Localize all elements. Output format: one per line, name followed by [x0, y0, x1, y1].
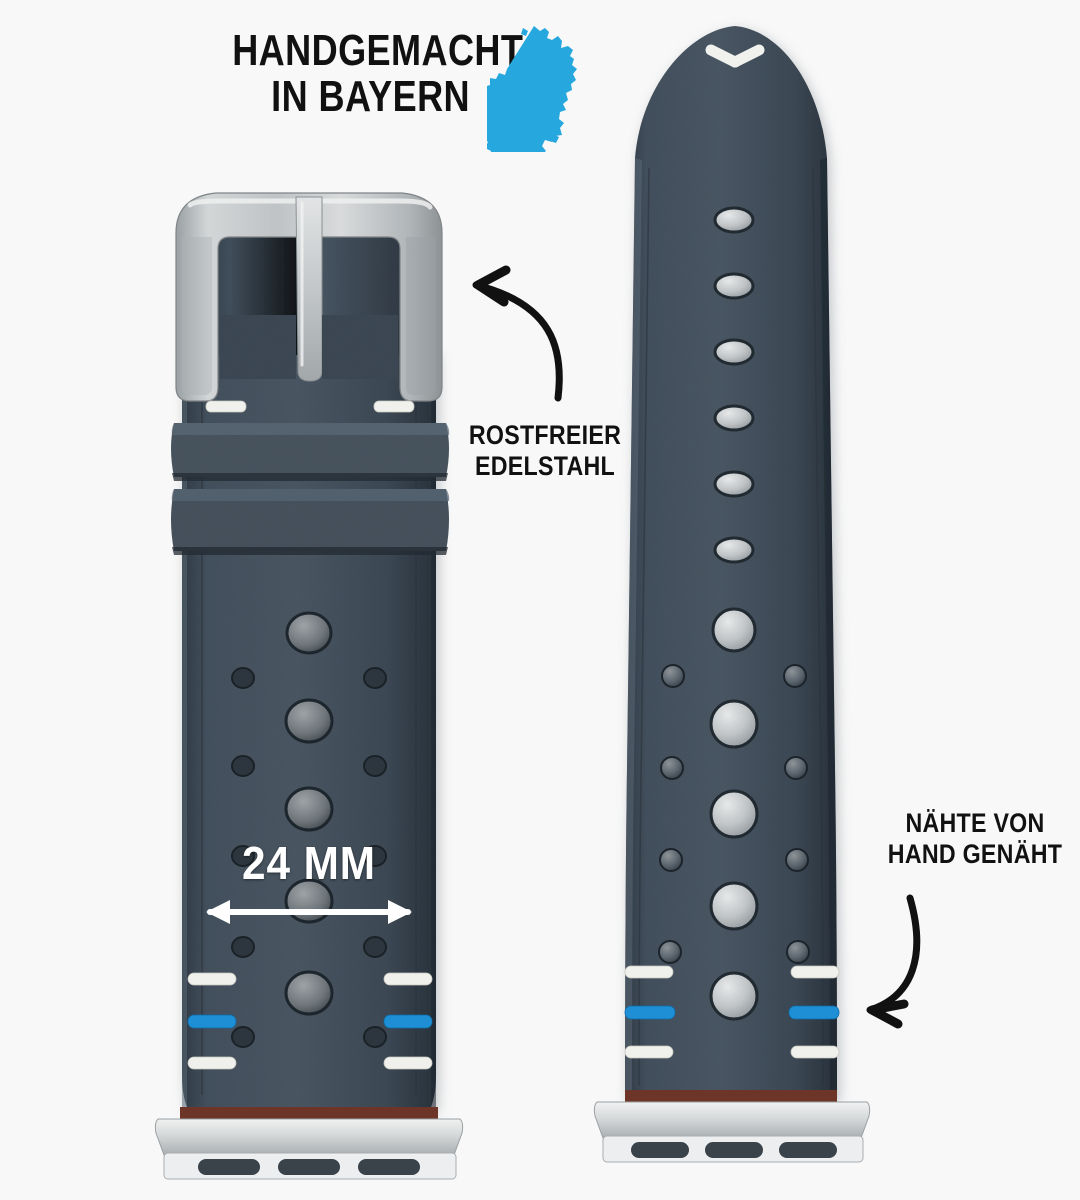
stitch-row-white-top: [205, 400, 415, 413]
annotation-stainless-steel: ROSTFREIER EDELSTAHL: [465, 420, 625, 482]
keeper-loops: [171, 423, 450, 555]
stitch-blue: [187, 1014, 237, 1029]
apple-watch-lug-adapter: [154, 1107, 464, 1180]
headline: HANDGEMACHT IN BAYERN: [232, 27, 523, 122]
headline-line-1: HANDGEMACHT: [232, 26, 524, 75]
annotation-hand-stitched-line-2: HAND GENÄHT: [887, 839, 1063, 870]
watch-strap-buckle-side: [154, 192, 464, 1180]
buckle: [175, 192, 443, 402]
arrow-to-buckle-icon: [472, 265, 563, 402]
arrow-to-stitching-icon: [866, 894, 921, 1029]
annotation-stainless-steel-line-1: ROSTFREIER: [468, 420, 622, 450]
stitch-rows-lower: [187, 972, 433, 1070]
stitch-blue: [788, 1005, 840, 1020]
watch-strap-tail-side: [593, 26, 871, 1163]
headline-line-2: IN BAYERN: [271, 72, 470, 122]
annotation-hand-stitched-line-1: NÄHTE VON: [905, 808, 1045, 838]
apple-watch-lug-adapter: [593, 1090, 871, 1163]
germany-map-icon: [487, 26, 577, 152]
perforation-pattern: [658, 607, 810, 1021]
annotation-hand-stitched: NÄHTE VON HAND GENÄHT: [886, 808, 1063, 870]
buckle-holes: [713, 206, 755, 564]
stitch-rows-lower: [624, 965, 840, 1059]
annotation-stainless-steel-line-2: EDELSTAHL: [475, 451, 615, 482]
stitch-blue: [624, 1005, 676, 1020]
stitch-blue: [383, 1014, 433, 1029]
tip-v-stitch: [705, 44, 765, 68]
